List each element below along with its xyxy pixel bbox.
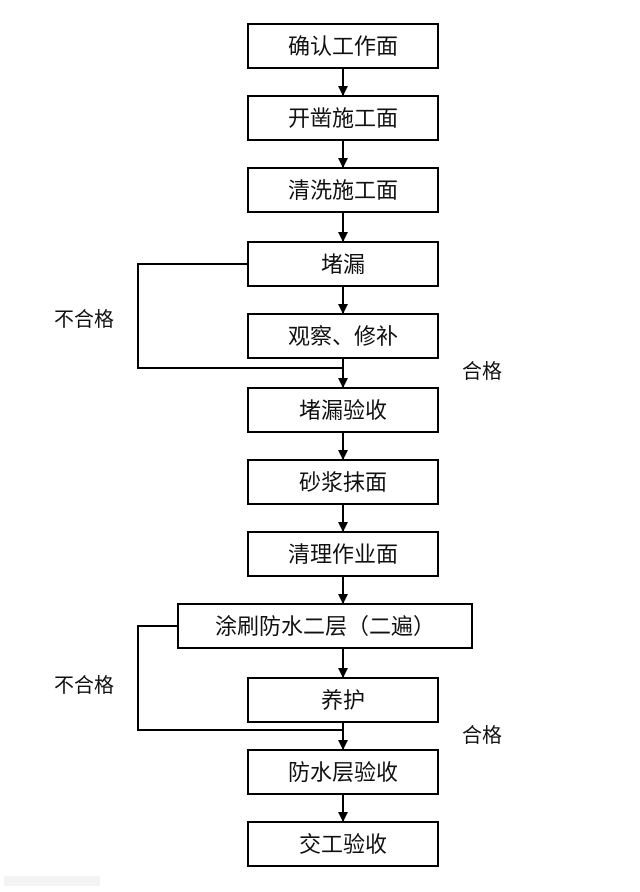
step-label-3: 清洗施工面 <box>288 179 398 204</box>
step-box-1: 确认工作面 <box>247 23 439 69</box>
step-label-9: 涂刷防水二层（二遍） <box>215 615 435 640</box>
step-label-12: 交工验收 <box>299 833 387 858</box>
step-label-1: 确认工作面 <box>288 35 398 60</box>
pass-label-2: 合格 <box>462 723 502 747</box>
step-box-10: 养护 <box>247 677 439 723</box>
feedback-loop-1 <box>137 263 343 369</box>
step-box-4: 堵漏 <box>247 241 439 287</box>
step-label-2: 开凿施工面 <box>288 107 398 132</box>
step-label-4: 堵漏 <box>321 253 365 278</box>
step-box-11: 防水层验收 <box>247 749 439 795</box>
step-box-9: 涂刷防水二层（二遍） <box>177 603 473 649</box>
step-box-8: 清理作业面 <box>247 531 439 577</box>
watermark <box>4 876 100 886</box>
step-label-10: 养护 <box>321 689 365 714</box>
step-box-5: 观察、修补 <box>247 313 439 359</box>
fail-label-2: 不合格 <box>54 673 114 697</box>
feedback-loop-2 <box>137 625 343 731</box>
step-label-6: 堵漏验收 <box>299 399 387 424</box>
step-box-2: 开凿施工面 <box>247 95 439 141</box>
step-label-8: 清理作业面 <box>288 543 398 568</box>
fail-label-1: 不合格 <box>54 307 114 331</box>
step-box-12: 交工验收 <box>247 821 439 867</box>
step-box-3: 清洗施工面 <box>247 167 439 213</box>
pass-label-1: 合格 <box>462 359 502 383</box>
step-box-7: 砂浆抹面 <box>247 459 439 505</box>
step-label-7: 砂浆抹面 <box>299 471 387 496</box>
step-label-5: 观察、修补 <box>288 325 398 350</box>
step-label-11: 防水层验收 <box>288 761 398 786</box>
step-box-6: 堵漏验收 <box>247 387 439 433</box>
